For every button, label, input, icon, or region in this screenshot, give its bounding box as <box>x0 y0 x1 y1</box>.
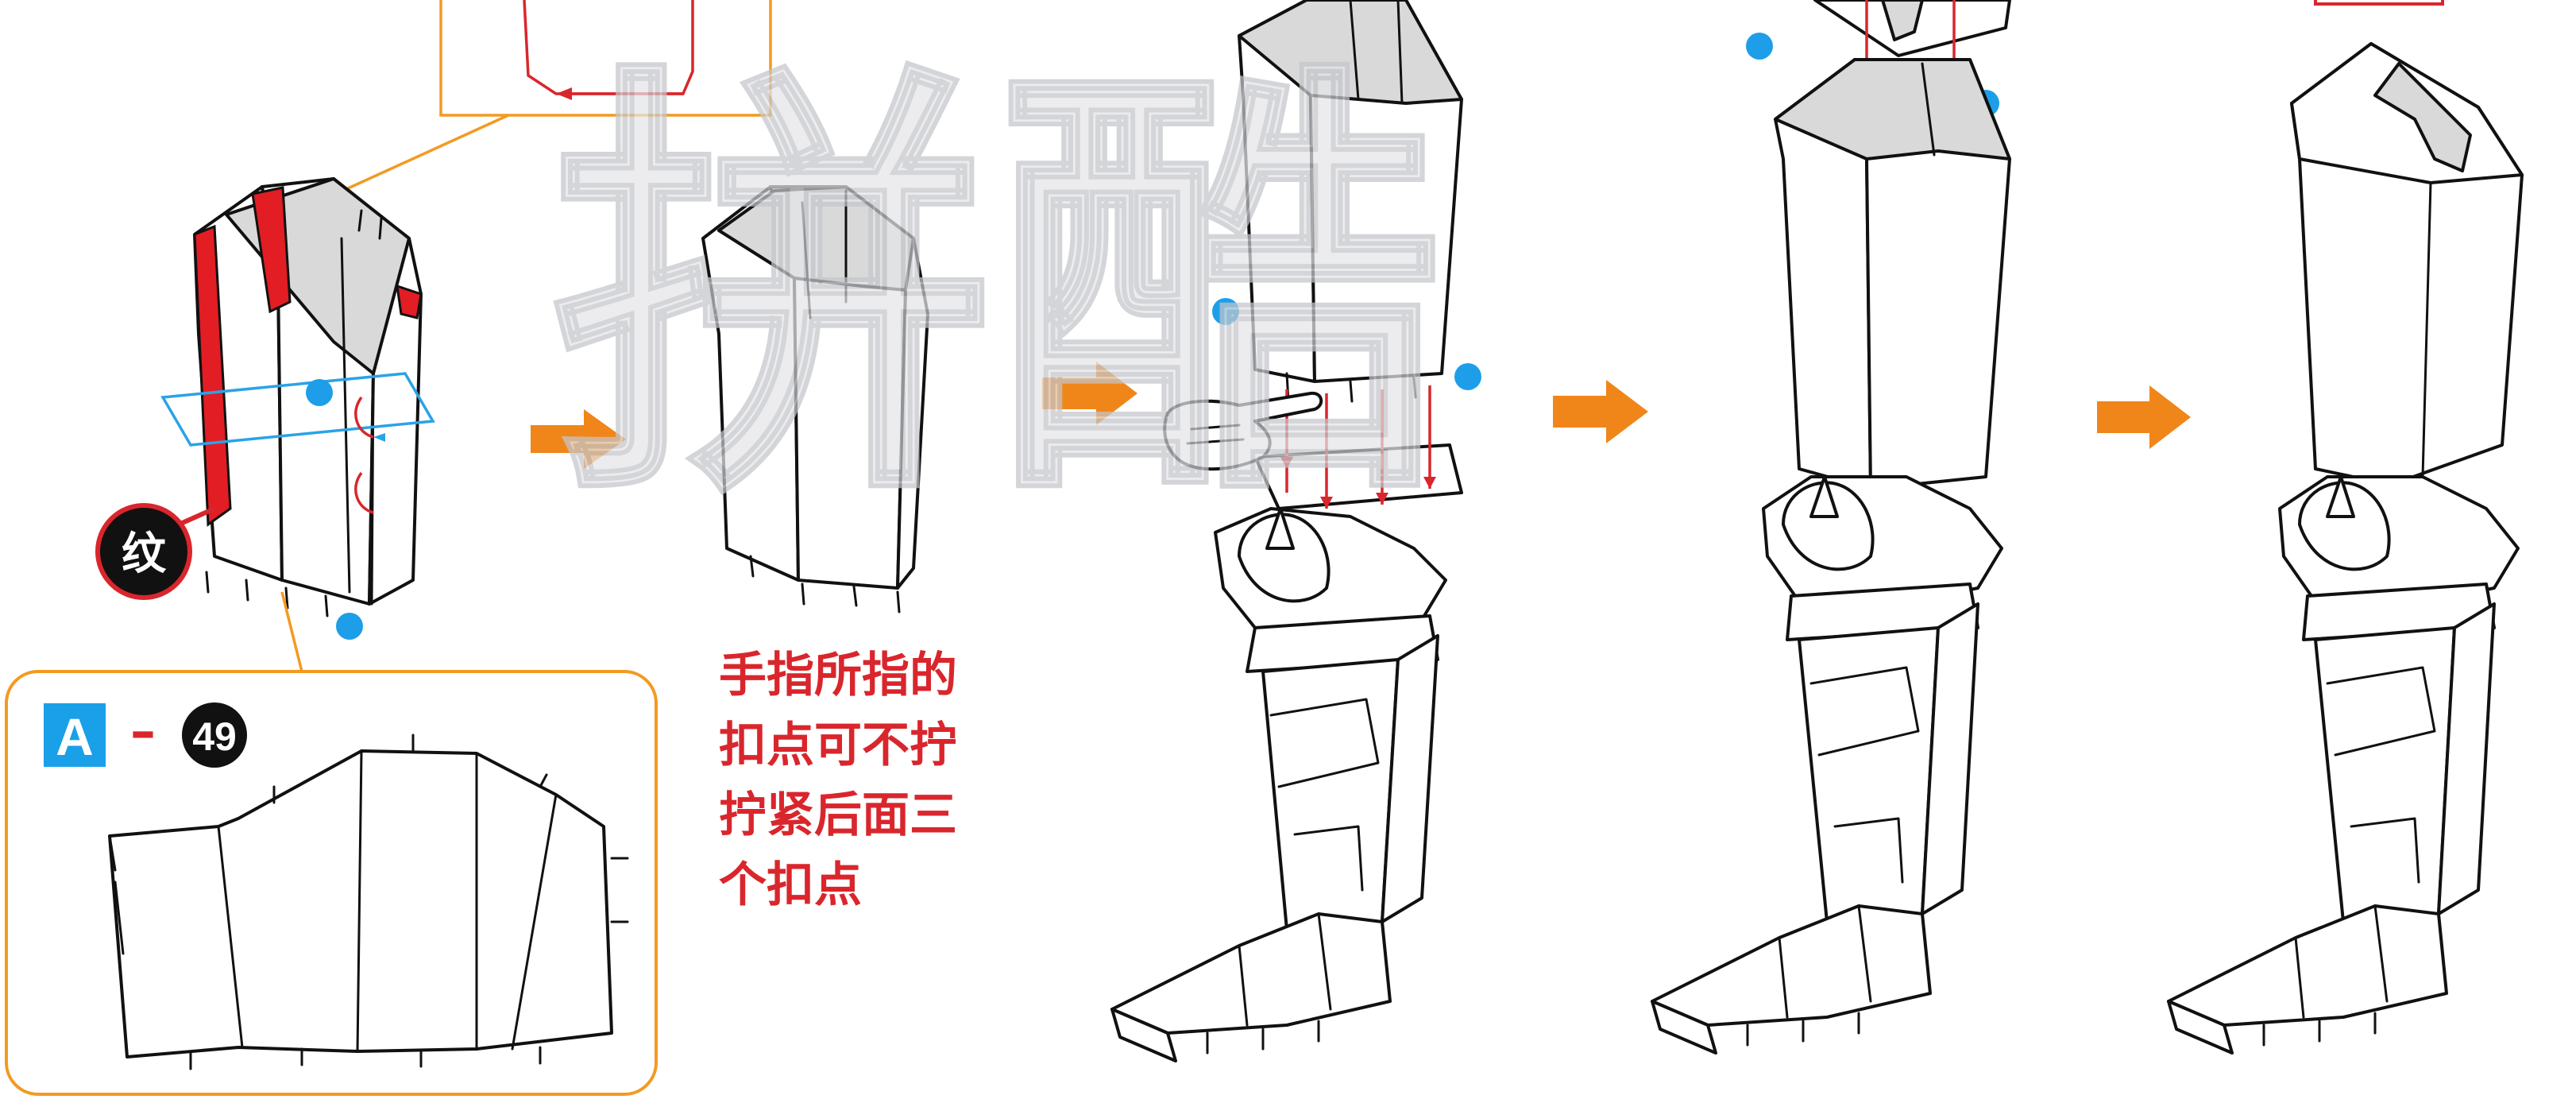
closed-tube-interior <box>717 185 915 292</box>
step4-tube-interior <box>1774 58 2011 161</box>
step5-shin <box>2314 626 2456 923</box>
blue-dot-icon <box>1746 33 1773 60</box>
step4-foot-tabs <box>1746 1012 1860 1047</box>
closed-tube-tabs <box>749 555 901 613</box>
step3-insert-lines <box>1285 385 1431 509</box>
top-inset-arrowhead <box>556 87 572 100</box>
tube-fold-lines <box>340 237 375 606</box>
step4-cap-slot <box>1881 0 1924 41</box>
orange-arrow-icon <box>1042 362 1137 425</box>
blue-guide-arrowhead <box>373 433 385 442</box>
part-letter: A <box>56 707 94 766</box>
step3-insert-tube <box>1110 0 1481 1062</box>
step3-knee-spike <box>1265 507 1295 550</box>
step3-knee-cap <box>1238 513 1330 603</box>
flat-part-top-tabs <box>272 733 548 804</box>
bottom-callout-line <box>280 591 303 672</box>
texture-badge-label: 纹 <box>122 528 167 580</box>
step1-part-with-tabs: 纹 <box>95 0 772 672</box>
step3-shin-side <box>1381 634 1439 923</box>
part-letter-box <box>44 703 106 767</box>
step3-shin-panels <box>1269 698 1380 892</box>
step5-foot <box>2167 904 2448 1027</box>
blue-dot-icon <box>1454 363 1481 390</box>
step3-foot-tabs <box>1206 1020 1320 1055</box>
step5-foot-folds <box>2294 904 2389 1019</box>
blue-dot-icon <box>1212 298 1239 325</box>
watermark-text: 拼酷 <box>552 33 1442 551</box>
step5-knee-spike <box>2326 475 2355 518</box>
step4-shin-panels <box>1809 666 1920 884</box>
red-edge-left <box>193 224 232 527</box>
red-fold-arrow-1 <box>354 396 374 439</box>
assembly-note: 手指所指的 扣点可不拧 拧紧后面三 个扣点 <box>719 648 957 913</box>
step5-foot-toe <box>2167 1000 2234 1055</box>
step4-shin-side <box>1921 602 1979 915</box>
part-dash: – <box>130 702 156 761</box>
step4-knee-cap <box>1782 481 1875 571</box>
red-edge-top <box>251 186 292 314</box>
part-number: 49 <box>192 714 237 759</box>
note-line-2: 扣点可不拧 <box>719 718 957 773</box>
step5-tube-edges <box>2298 157 2432 478</box>
step5-finished-leg <box>2167 0 2524 1055</box>
tube-top-tabs <box>357 209 383 240</box>
part-a49-inset: A – 49 <box>5 670 658 1096</box>
step5-top-mark <box>2314 0 2444 6</box>
flat-part-left-edge <box>108 834 125 955</box>
step4-tube-fold <box>1921 62 1936 157</box>
orange-arrow-icon <box>2097 385 2191 449</box>
tube-bottom-tabs <box>205 571 329 617</box>
step5-foot-tabs <box>2262 1012 2377 1047</box>
step4-knee-spike <box>1809 475 1839 518</box>
step5-knee-cap <box>2298 481 2391 571</box>
orange-arrow-icon <box>531 409 626 469</box>
orange-arrow-icon <box>1553 380 1648 443</box>
top-inset-frame <box>439 0 772 117</box>
step3-foot-toe <box>1110 1008 1177 1062</box>
step3-top-plate <box>1253 443 1463 510</box>
step3-tube-folds <box>1349 0 1404 105</box>
step5-shin-panels <box>2326 666 2436 884</box>
step4-attach-cap <box>1651 0 2011 1055</box>
note-line-1: 手指所指的 <box>719 648 957 703</box>
flat-part-fold-lines <box>217 749 558 1053</box>
red-edge-right <box>396 284 423 319</box>
step4-foot-toe <box>1651 1000 1717 1055</box>
step2-closed-tube <box>701 185 929 613</box>
pointing-hand-icon <box>1163 391 1323 471</box>
step5-cap-slot <box>2373 62 2472 172</box>
step3-shin <box>1261 658 1400 931</box>
step4-foot <box>1651 904 1932 1027</box>
step4-foot-folds <box>1778 904 1872 1019</box>
red-fold-arrow-2 <box>354 471 374 514</box>
step3-tube-interior <box>1238 0 1463 105</box>
note-line-4: 个扣点 <box>719 857 862 913</box>
blue-dot-icon <box>336 613 363 640</box>
step3-foot <box>1110 912 1392 1035</box>
part-number-circle <box>182 702 247 768</box>
flat-part-bottom-tabs <box>189 1046 542 1070</box>
texture-badge: 纹 <box>95 503 216 600</box>
step4-shin <box>1798 626 1940 923</box>
note-line-3: 拧紧后面三 <box>719 788 957 843</box>
step5-shin-side <box>2437 602 2496 915</box>
step3-foot-folds <box>1238 912 1332 1027</box>
closed-tube-inner-folds <box>801 189 848 319</box>
watermark: 拼酷 <box>550 30 1444 553</box>
flat-part-side-tabs <box>610 857 629 923</box>
blue-dot-icon <box>306 379 333 406</box>
